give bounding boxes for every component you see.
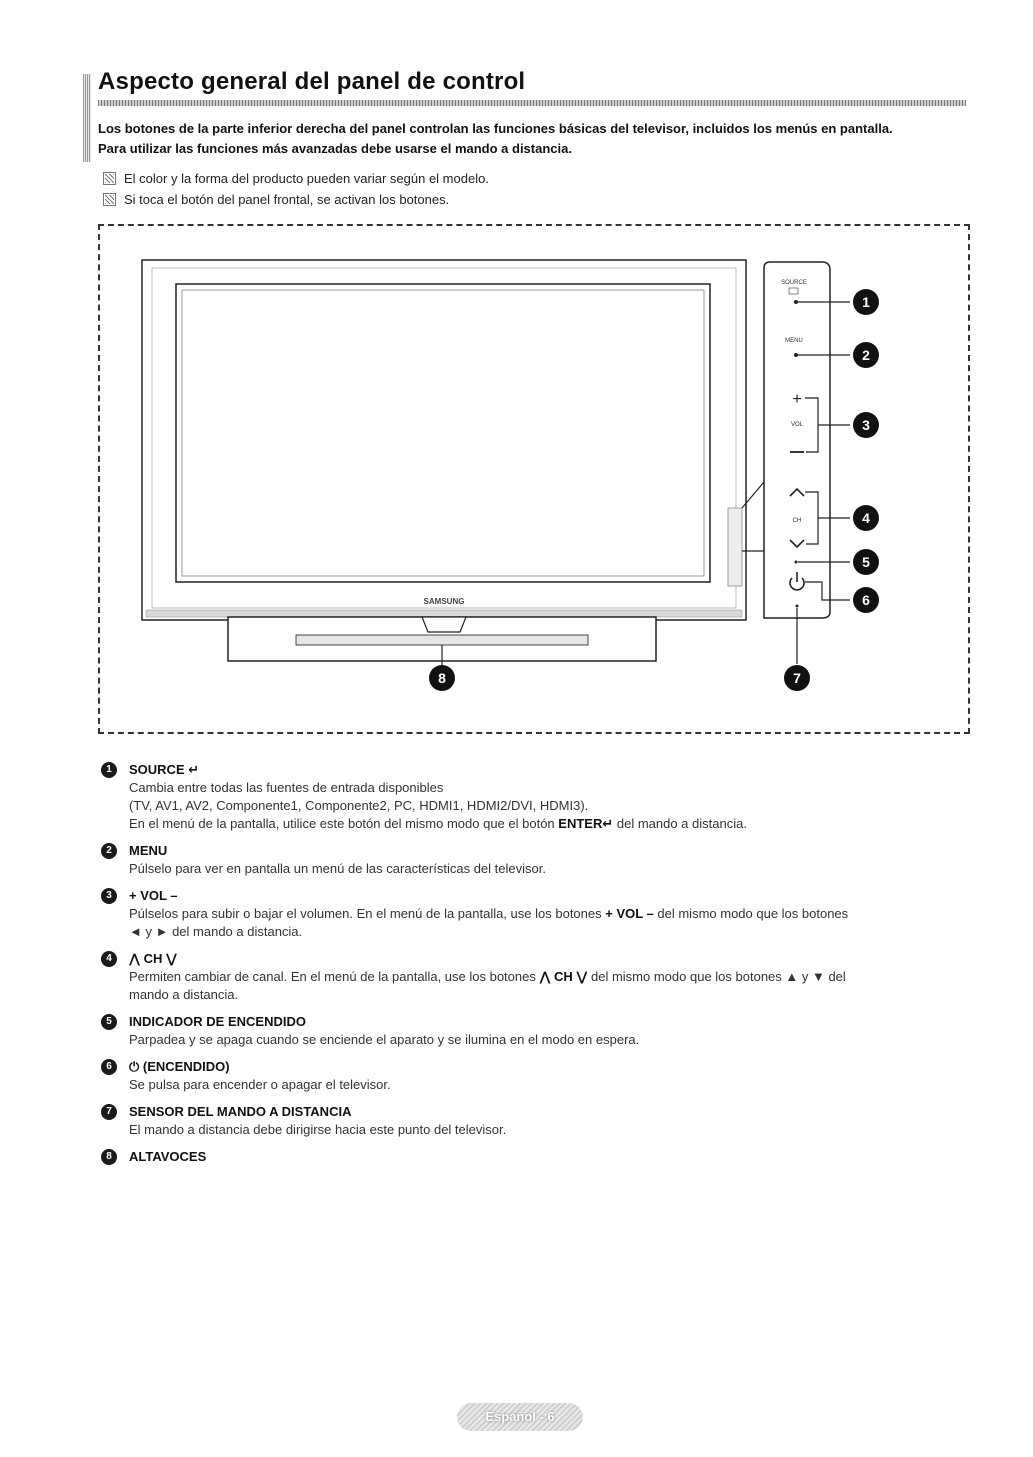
item-number: 6	[101, 1059, 117, 1075]
note-item: El color y la forma del producto pueden …	[103, 168, 489, 189]
item-title: INDICADOR DE ENCENDIDO	[129, 1014, 306, 1029]
side-panel-strip	[727, 507, 743, 587]
label-vol: VOL	[791, 422, 804, 428]
power-indicator	[794, 560, 798, 564]
tv-bottom-trim	[145, 609, 743, 618]
item-title: SOURCE ↵	[129, 762, 200, 777]
zoomed-control-panel	[763, 261, 831, 619]
item-desc: Permiten cambiar de canal. En el menú de…	[129, 969, 846, 984]
item-title: MENU	[129, 843, 168, 858]
svg-text:8: 8	[438, 670, 446, 686]
item-title: ⏻ (ENCENDIDO)	[129, 1059, 230, 1074]
callout-3: 3	[853, 412, 879, 438]
item-number: 5	[101, 1014, 117, 1030]
label-source: SOURCE	[781, 280, 807, 286]
speaker-grille	[295, 634, 589, 646]
stand-neck	[421, 616, 467, 633]
note-icon	[103, 172, 116, 185]
page-title: Aspecto general del panel de control	[98, 68, 526, 95]
menu-button[interactable]	[794, 353, 798, 357]
callout-5: 5	[853, 549, 879, 575]
list-item: 8 ALTAVOCES	[101, 1148, 981, 1166]
item-desc: ◄ y ► del mando a distancia.	[129, 924, 303, 939]
ch-up-button[interactable]	[789, 487, 805, 497]
item-desc: Parpadea y se apaga cuando se enciende e…	[129, 1032, 640, 1047]
item-desc: El mando a distancia debe dirigirse haci…	[129, 1122, 507, 1137]
item-number: 3	[101, 888, 117, 904]
intro-line-2: Para utilizar las funciones más avanzada…	[98, 141, 572, 156]
callout-7: 7	[784, 665, 810, 691]
control-panel-diagram: SAMSUNG SOURCE MENU + VOL CH	[98, 224, 970, 734]
item-desc: Púlselos para subir o bajar el volumen. …	[129, 906, 849, 921]
svg-text:5: 5	[862, 554, 870, 570]
power-icon[interactable]	[789, 572, 805, 591]
brand-logo: SAMSUNG	[424, 597, 465, 606]
callout-4: 4	[853, 505, 879, 531]
list-item: 4 ⋀ CH ⋁ Permiten cambiar de canal. En e…	[101, 950, 981, 1004]
list-item: 5 INDICADOR DE ENCENDIDO Parpadea y se a…	[101, 1013, 981, 1049]
title-accent	[83, 74, 91, 162]
note-item: Si toca el botón del panel frontal, se a…	[103, 189, 489, 210]
svg-text:3: 3	[862, 417, 870, 433]
page-number-badge: Español - 6	[457, 1403, 583, 1431]
callout-8: 8	[429, 665, 455, 691]
enter-icon: ↵	[188, 762, 200, 777]
item-number: 4	[101, 951, 117, 967]
label-menu: MENU	[785, 338, 803, 344]
tv-screen	[175, 283, 711, 583]
item-desc: Se pulsa para encender o apagar el telev…	[129, 1077, 391, 1092]
callout-1: 1	[853, 289, 879, 315]
list-item: 2 MENU Púlselo para ver en pantalla un m…	[101, 842, 981, 878]
item-number: 2	[101, 843, 117, 859]
item-title: + VOL –	[129, 888, 178, 903]
enter-icon	[788, 287, 799, 295]
remote-sensor	[795, 604, 799, 608]
svg-text:2: 2	[862, 347, 870, 363]
item-title: ⋀ CH ⋁	[129, 951, 177, 966]
note-text: Si toca el botón del panel frontal, se a…	[124, 192, 450, 207]
list-item: 6 ⏻ (ENCENDIDO) Se pulsa para encender o…	[101, 1058, 981, 1094]
item-desc: (TV, AV1, AV2, Componente1, Componente2,…	[129, 798, 589, 813]
item-number: 8	[101, 1149, 117, 1165]
note-icon	[103, 193, 116, 206]
note-text: El color y la forma del producto pueden …	[124, 171, 489, 186]
ch-down-button[interactable]	[789, 539, 805, 549]
item-title: SENSOR DEL MANDO A DISTANCIA	[129, 1104, 352, 1119]
item-title: ALTAVOCES	[129, 1149, 207, 1164]
item-number: 7	[101, 1104, 117, 1120]
source-button[interactable]	[794, 300, 798, 304]
item-desc: En el menú de la pantalla, utilice este …	[129, 816, 747, 831]
intro-text: Los botones de la parte inferior derecha…	[98, 119, 978, 159]
svg-text:6: 6	[862, 592, 870, 608]
list-item: 1 SOURCE ↵ Cambia entre todas las fuente…	[101, 761, 981, 833]
control-descriptions: 1 SOURCE ↵ Cambia entre todas las fuente…	[101, 761, 981, 1175]
item-number: 1	[101, 762, 117, 778]
title-rule	[98, 100, 966, 106]
item-desc: mando a distancia.	[129, 987, 239, 1002]
svg-text:7: 7	[793, 670, 801, 686]
intro-line-1: Los botones de la parte inferior derecha…	[98, 121, 893, 136]
svg-text:4: 4	[862, 510, 870, 526]
item-desc: Cambia entre todas las fuentes de entrad…	[129, 780, 444, 795]
item-desc: Púlselo para ver en pantalla un menú de …	[129, 861, 546, 876]
notes-list: El color y la forma del producto pueden …	[103, 168, 489, 210]
leader-line	[805, 581, 850, 601]
list-item: 3 + VOL – Púlselos para subir o bajar el…	[101, 887, 981, 941]
label-ch: CH	[793, 518, 802, 524]
zoom-line	[741, 481, 765, 509]
list-item: 7 SENSOR DEL MANDO A DISTANCIA El mando …	[101, 1103, 981, 1139]
vol-plus-button[interactable]: +	[792, 391, 801, 408]
enter-icon: ↵	[602, 816, 614, 831]
callout-2: 2	[853, 342, 879, 368]
page-number: Español - 6	[485, 1409, 555, 1424]
tv-screen-inner	[181, 289, 705, 577]
svg-text:1: 1	[862, 294, 870, 310]
tv-illustration: SAMSUNG SOURCE MENU + VOL CH	[141, 259, 879, 691]
tv-bezel-inner	[151, 267, 737, 609]
callout-6: 6	[853, 587, 879, 613]
